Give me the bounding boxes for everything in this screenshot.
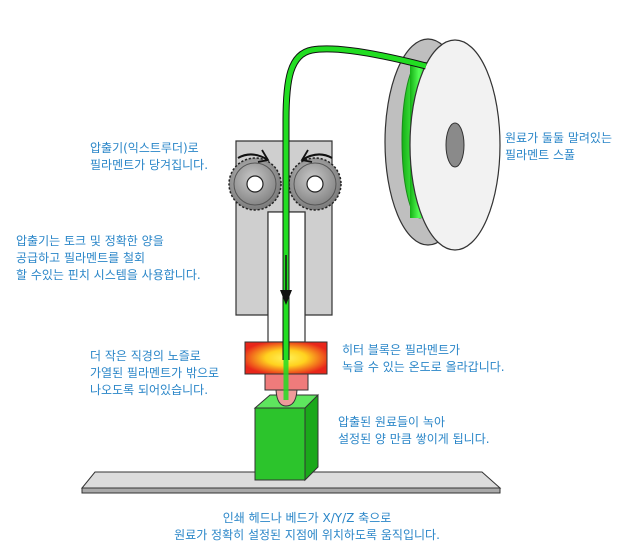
label-extruder-torque: 압출기는 토크 및 정확한 양을 공급하고 필라멘트를 철회 할 수있는 핀치 … bbox=[16, 234, 201, 282]
drive-gear-right bbox=[288, 157, 342, 211]
filament-spool bbox=[384, 38, 501, 251]
rotation-arrows bbox=[237, 149, 333, 163]
label-motion: 인쇄 헤드나 베드가 X/Y/Z 축으로 원료가 정확히 설정된 지점에 위치하… bbox=[174, 511, 440, 542]
label-nozzle: 더 작은 직경의 노즐로 가열된 필라멘트가 밖으로 나오도록 되어있습니다. bbox=[90, 349, 220, 397]
feed-direction-arrow bbox=[280, 255, 292, 305]
label-spool: 원료가 둘둘 말려있는 필라멘트 스풀 bbox=[505, 131, 612, 162]
drive-gear-left bbox=[228, 157, 282, 211]
label-heater: 히터 블록은 필라멘트가 녹을 수 있는 온도로 올라갑니다. bbox=[342, 343, 505, 374]
printed-object bbox=[253, 393, 319, 482]
label-extruder-pull: 압출기(익스트루더)로 필라멘트가 당겨집니다. bbox=[90, 141, 209, 172]
filament bbox=[282, 45, 427, 400]
label-deposit: 압출된 원료들이 녹아 설정된 양 만큼 쌓이게 됩니다. bbox=[338, 415, 490, 446]
